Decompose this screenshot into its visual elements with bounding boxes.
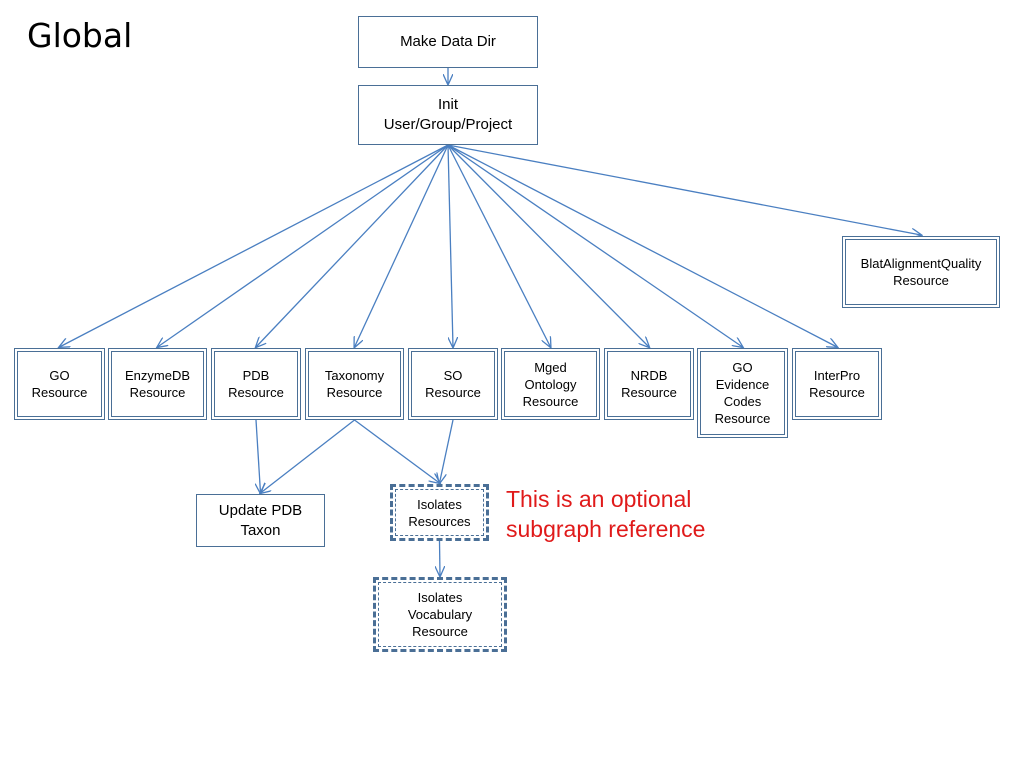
node-enzymedb-resource: EnzymeDB Resource [108,348,207,420]
slide-title: Global [27,16,133,55]
edge-init-to-taxonomy [355,144,449,347]
node-pdb-resource: PDB Resource [211,348,301,420]
node-mged-ontology-resource: Mged Ontology Resource [501,348,600,420]
edge-pdb-to-update-pdb [256,419,261,493]
node-so-resource: SO Resource [408,348,498,420]
edge-init-to-go-evidence [447,144,743,347]
optional-subgraph-note: This is an optional subgraph reference [506,486,706,542]
edge-taxonomy-to-update-pdb [261,419,355,493]
edge-so-to-isolates-resources [440,419,454,483]
edge-init-to-pdb [256,144,449,347]
node-isolates-vocabulary-resource: Isolates Vocabulary Resource [373,577,507,652]
edge-init-to-so [447,144,453,347]
node-make-data-dir: Make Data Dir [358,16,538,68]
node-blat-alignment-quality-resource: BlatAlignmentQuality Resource [842,236,1000,308]
edge-init-to-enzymedb [158,144,449,347]
node-go-resource: GO Resource [14,348,105,420]
node-init-user-group-project: Init User/Group/Project [358,85,538,145]
edge-taxonomy-to-isolates-resources [354,419,440,483]
node-interpro-resource: InterPro Resource [792,348,882,420]
edge-init-to-go [60,144,449,347]
node-isolates-resources: Isolates Resources [390,484,489,541]
node-nrdb-resource: NRDB Resource [604,348,694,420]
node-go-evidence-codes-resource: GO Evidence Codes Resource [697,348,788,438]
node-taxonomy-resource: Taxonomy Resource [305,348,404,420]
edge-isolates-resources-to-isolates-vocab [440,540,441,576]
edge-init-to-interpro [447,144,837,347]
node-update-pdb-taxon: Update PDB Taxon [196,494,325,547]
edge-init-to-nrdb [447,144,649,347]
edge-init-to-mged [447,144,551,347]
edge-init-to-blat [447,144,921,235]
